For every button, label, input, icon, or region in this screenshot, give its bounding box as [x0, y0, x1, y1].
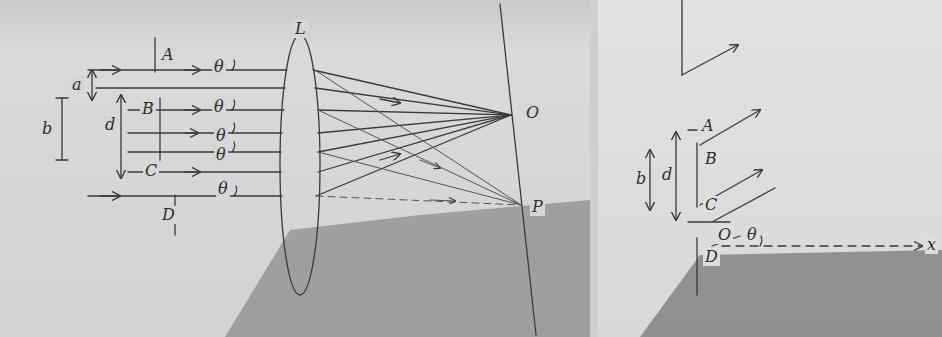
dimension-a: [91, 70, 92, 100]
rays-to-p: [315, 70, 521, 205]
incident-rays: [88, 70, 287, 196]
label: θ: [216, 180, 230, 198]
label: a: [70, 76, 84, 94]
dimension-d: [675, 132, 676, 220]
label: O: [716, 226, 733, 244]
label: b: [40, 120, 54, 138]
label: x: [925, 236, 938, 254]
shadow: [640, 250, 942, 337]
dimension-b: [649, 150, 650, 210]
label: θ: [212, 98, 226, 116]
axis: [722, 245, 922, 246]
label: b: [634, 170, 648, 188]
label: D: [160, 206, 177, 224]
label: B: [140, 100, 156, 118]
screen: [500, 4, 536, 335]
lens: [280, 35, 320, 295]
label: D: [703, 248, 720, 266]
label: θ: [745, 226, 759, 244]
slit-edge: [159, 98, 160, 160]
label: d: [660, 166, 674, 184]
label: θ: [214, 127, 228, 145]
label: θ: [214, 146, 228, 164]
photo-ground: [0, 0, 590, 337]
slit-edge: [681, 0, 682, 75]
slit-edge: [688, 129, 697, 130]
label: P: [530, 198, 545, 216]
label: d: [103, 116, 117, 134]
label: B: [703, 150, 719, 168]
label: O: [524, 104, 541, 122]
slit-edge: [154, 38, 155, 72]
label: C: [143, 162, 159, 180]
label: θ: [212, 58, 226, 76]
slit-edge: [696, 238, 697, 295]
dimension-d: [120, 95, 121, 178]
shadow: [225, 200, 590, 337]
label: A: [700, 117, 716, 135]
label: A: [160, 46, 176, 64]
slit-edge: [696, 143, 697, 207]
photo-ground: [598, 0, 942, 337]
label: L: [293, 20, 308, 38]
label: C: [703, 196, 719, 214]
dimension-b: [61, 98, 62, 160]
